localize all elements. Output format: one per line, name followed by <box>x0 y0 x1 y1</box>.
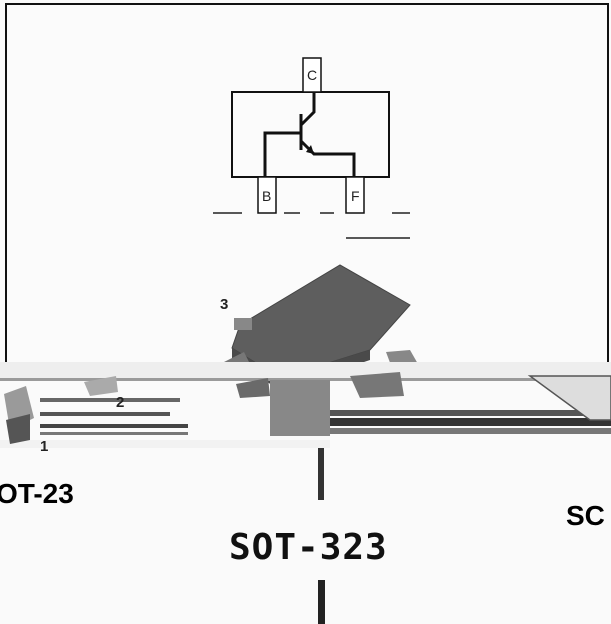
pin-number-2: 2 <box>116 394 125 411</box>
pin-number-1: 1 <box>40 438 49 455</box>
scan-artifacts <box>0 362 611 624</box>
base-pin-label: B <box>262 188 271 204</box>
emitter-arrow <box>306 145 314 154</box>
emitter-pin-label: F <box>351 188 360 204</box>
package-label-center: SOT-323 <box>229 527 388 568</box>
schematic-box <box>231 91 390 178</box>
collector-pin-box <box>302 57 322 93</box>
package-label-right: SC <box>566 500 605 531</box>
base-pin-box <box>257 176 277 214</box>
collector-pin-label: C <box>307 67 317 83</box>
pin-number-3: 3 <box>220 296 229 313</box>
package-label-left: OT-23 <box>0 478 74 509</box>
transistor-symbol <box>263 92 356 177</box>
